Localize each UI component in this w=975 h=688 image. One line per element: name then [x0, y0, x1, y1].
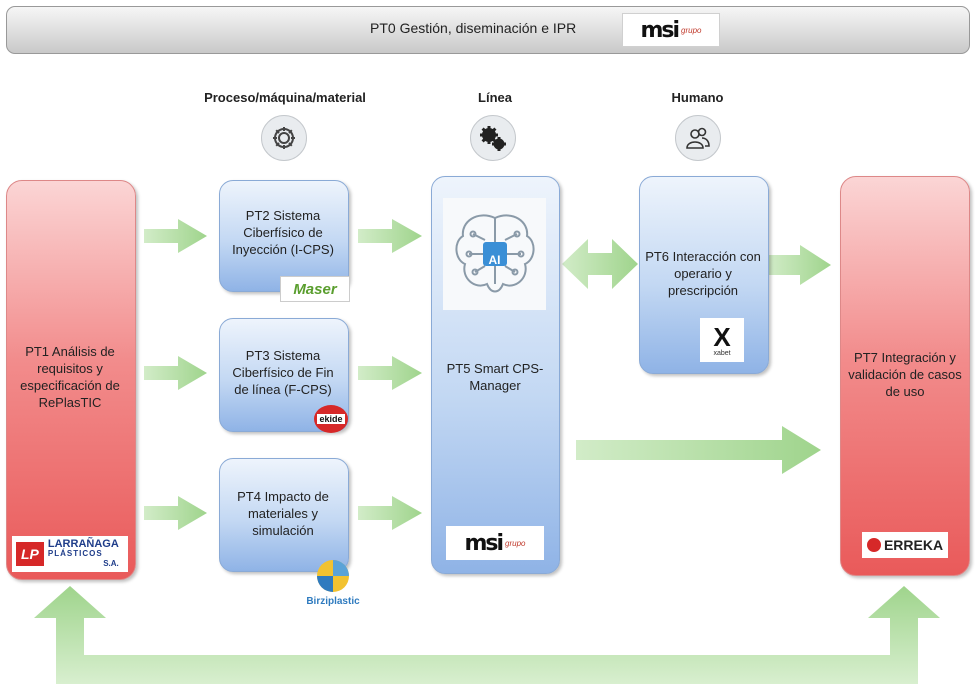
larranaga-logo: LP LARRAÑAGA PLÁSTICOS S.A. — [12, 536, 128, 572]
category-line: Línea — [478, 90, 512, 105]
msi-pt5-mark: msi — [464, 530, 504, 556]
pt4-box — [219, 458, 349, 572]
larranaga-name: LARRAÑAGA — [47, 538, 119, 550]
brain-icon — [455, 214, 534, 293]
birziplastic-logo: Birziplastic — [302, 553, 364, 611]
pt7-label: PT7 Integración y validación de casos de… — [848, 350, 962, 399]
xabet-logo: X xabet — [700, 318, 744, 362]
category-human: Humano — [671, 90, 724, 105]
pt1-label: PT1 Análisis de requisitos y especificac… — [20, 344, 120, 410]
pt0-title: PT0 Gestión, diseminación e IPR — [370, 20, 577, 36]
pt2-box — [219, 180, 349, 292]
msi-logo-grupo: grupo — [681, 25, 702, 35]
birziplastic-mark — [317, 559, 349, 592]
ai-brain-image: AI — [443, 198, 546, 310]
erreka-logo: ERREKA — [862, 532, 948, 558]
gears-icon — [470, 115, 516, 161]
xabet-text: xabet — [713, 349, 731, 357]
pt2-label: PT2 Sistema Ciberfísico de Inyección (I-… — [232, 208, 334, 257]
arrow-pt5-pt7 — [576, 426, 821, 474]
pt0-header-bar — [6, 6, 970, 54]
pt7-box — [840, 176, 970, 576]
maser-text: Maser — [293, 280, 337, 298]
pt5-label: PT5 Smart CPS-Manager — [446, 361, 544, 393]
xabet-mark: X — [713, 321, 731, 352]
arrow-pt5-pt6-bidirectional — [562, 239, 638, 289]
erreka-text: ERREKA — [883, 537, 944, 553]
arrow-pt6-pt7 — [768, 245, 831, 285]
category-process: Proceso/máquina/material — [204, 90, 366, 105]
ai-chip-label: AI — [488, 253, 501, 267]
larranaga-sub: PLÁSTICOS — [47, 549, 103, 558]
gear-icon — [261, 115, 307, 161]
pt6-label: PT6 Interacción con operario y prescripc… — [645, 249, 761, 298]
msi-logo-mark: msi — [640, 17, 680, 43]
larranaga-sa: S.A. — [103, 559, 119, 568]
msi-pt5-grupo: grupo — [505, 538, 526, 548]
msi-logo-header: msi grupo — [622, 13, 720, 47]
larranaga-text: LARRAÑAGA PLÁSTICOS S.A. — [48, 539, 119, 569]
people-icon — [675, 115, 721, 161]
pt4-label: PT4 Impacto de materiales y simulación — [237, 489, 329, 538]
birziplastic-text: Birziplastic — [306, 595, 360, 607]
msi-logo-pt5: msi grupo — [446, 526, 544, 560]
pt3-label: PT3 Sistema Ciberfísico de Fin de línea … — [232, 348, 334, 397]
arrow-pt1-pt3 — [144, 356, 207, 390]
arrow-pt2-pt5 — [358, 219, 422, 253]
arrow-pt3-pt5 — [358, 356, 422, 390]
maser-logo: Maser — [280, 276, 350, 302]
arrow-pt4-pt5 — [358, 496, 422, 530]
arrow-pt1-pt2 — [144, 219, 207, 253]
pt3-box — [219, 318, 349, 432]
ekide-logo: ekide — [314, 405, 348, 433]
arrow-pt1-pt4 — [144, 496, 207, 530]
ekide-text: ekide — [317, 414, 345, 424]
arrow-feedback-loop — [34, 586, 940, 684]
larranaga-lp-mark: LP — [16, 542, 44, 566]
erreka-mark — [866, 538, 881, 552]
pt1-box — [6, 180, 136, 580]
